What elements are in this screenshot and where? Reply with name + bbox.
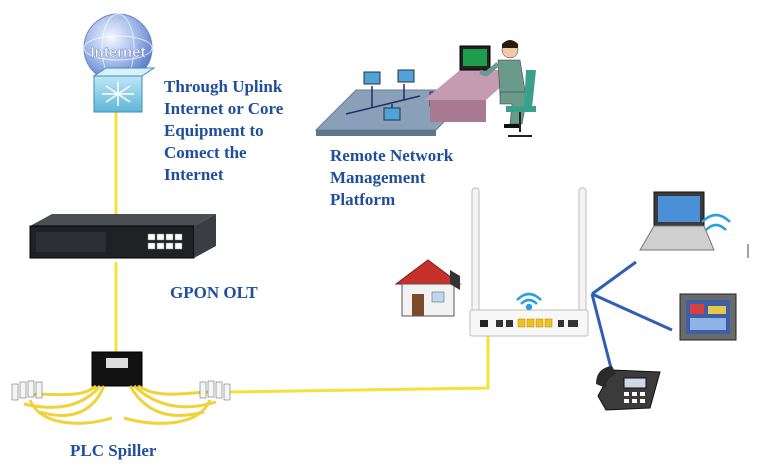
client-links bbox=[590, 260, 673, 373]
gpon-olt bbox=[29, 214, 216, 259]
internet-globe: Internet bbox=[83, 13, 156, 113]
link-onu-to-laptop bbox=[591, 260, 637, 296]
fiber-splitter-to-onu bbox=[227, 330, 490, 394]
plc-splitter bbox=[11, 351, 231, 425]
house-icon bbox=[394, 259, 462, 317]
antenna-right bbox=[578, 187, 587, 313]
tablet-monitor-icon bbox=[679, 293, 737, 341]
antenna-left bbox=[471, 187, 480, 313]
link-onu-to-phone bbox=[590, 293, 614, 373]
uplink-label: Through Uplink Internet or Core Equipmen… bbox=[164, 77, 284, 184]
core-switch bbox=[92, 67, 156, 113]
remote-management-workstation bbox=[314, 40, 536, 137]
wifi-icon bbox=[516, 292, 542, 311]
plc-splitter-label: PLC Spiller bbox=[70, 441, 157, 460]
laptop-icon bbox=[639, 191, 731, 251]
onu-router bbox=[469, 187, 589, 337]
globe-label: Internet bbox=[90, 44, 145, 61]
gpon-olt-label: GPON OLT bbox=[170, 283, 258, 302]
desk-phone-icon bbox=[596, 366, 661, 411]
link-onu-to-monitor bbox=[591, 292, 673, 332]
remote-management-label: Remote Network Management Platform bbox=[330, 146, 454, 209]
operator-figure bbox=[479, 40, 536, 137]
